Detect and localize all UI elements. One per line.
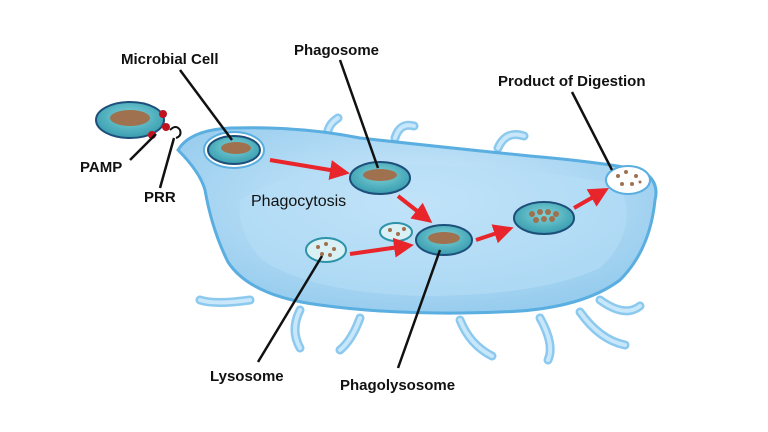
arrow-lysosome-to-phagolysosome — [349, 237, 414, 258]
digestion-pocket — [605, 165, 651, 195]
leader-lysosome — [256, 255, 324, 363]
arrow-phagosome-to-fusion — [396, 194, 433, 223]
leader-microbial-cell — [178, 69, 234, 141]
leader-phagosome — [338, 59, 380, 169]
lysosome-vesicle — [305, 237, 347, 263]
pamp-dots — [148, 110, 170, 139]
leader-product — [570, 91, 614, 171]
leader-prr — [158, 137, 176, 189]
arrow-digest-to-product — [573, 188, 609, 210]
phagolysosome-vesicle — [415, 224, 473, 256]
process-arrows — [269, 158, 609, 258]
arrow-engulf-to-phagosome — [269, 158, 350, 180]
engulfing-microbe — [203, 131, 265, 169]
label-lysosome: Lysosome — [210, 368, 284, 385]
digestion-products — [616, 170, 642, 186]
leader-lines — [129, 59, 614, 369]
prr-receptor — [169, 126, 182, 139]
digesting-vesicle — [513, 201, 575, 235]
arrow-phagolysosome-to-digest — [475, 224, 514, 244]
label-product-of-digestion: Product of Digestion — [498, 73, 646, 90]
leader-pamp — [129, 133, 157, 161]
lysosome-small — [379, 222, 413, 242]
label-microbial-cell: Microbial Cell — [121, 51, 219, 68]
leader-phagolysosome — [396, 249, 442, 369]
label-phagolysosome: Phagolysosome — [340, 377, 455, 394]
label-prr: PRR — [144, 189, 176, 206]
label-phagosome: Phagosome — [294, 42, 379, 59]
label-phagocytosis: Phagocytosis — [251, 193, 346, 210]
free-microbial-cell — [95, 101, 165, 139]
phagosome-vesicle — [349, 161, 411, 195]
label-pamp: PAMP — [80, 159, 122, 176]
